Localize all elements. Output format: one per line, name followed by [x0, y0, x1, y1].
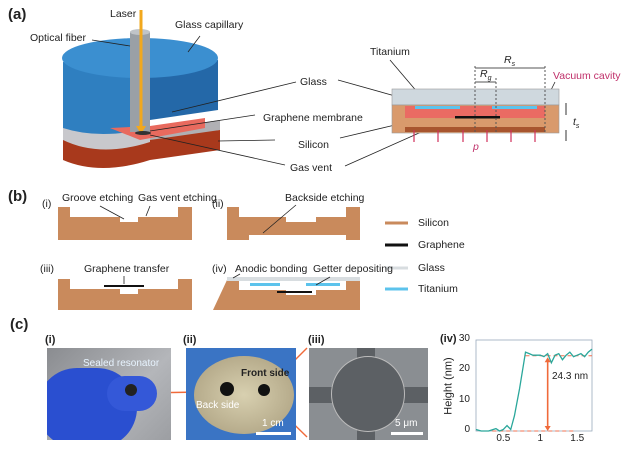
photo-iii-label: (iii)	[308, 334, 325, 346]
graphene-membrane-label: Graphene membrane	[263, 112, 363, 124]
x-tick-label: 0.5	[496, 433, 511, 444]
scale-bar	[391, 432, 423, 435]
arrow-head	[544, 426, 551, 431]
plot-frame	[475, 339, 593, 432]
step-iv-num: (iv)	[212, 263, 227, 275]
ts-label: ts	[573, 116, 580, 131]
cross-section-diagram	[391, 66, 567, 142]
getter-depositing-label: Getter depositing	[313, 263, 393, 275]
panel-a-label: (a)	[8, 6, 27, 23]
titanium-label: Titanium	[370, 46, 410, 58]
process-step-shapes	[58, 207, 360, 310]
gloved-hand-photo: Sealed resonator	[47, 348, 171, 440]
photo-i-label: (i)	[45, 334, 56, 346]
legend-graphene: Graphene	[418, 239, 465, 251]
height-profile-plot	[475, 339, 593, 432]
device-3d-illustration	[62, 10, 220, 168]
panel-b-label: (b)	[8, 188, 28, 205]
y-tick-label: 0	[464, 424, 470, 435]
y-tick-label: 20	[458, 363, 470, 375]
scale-bar	[256, 432, 291, 435]
front-side-label: Front side	[241, 368, 290, 379]
optical-fiber-label: Optical fiber	[30, 32, 87, 44]
step-i-num: (i)	[42, 198, 52, 210]
y-tick-label: 30	[458, 333, 470, 344]
vacuum-cavity-label: Vacuum cavity	[553, 70, 621, 82]
silicon-label: Silicon	[298, 139, 329, 151]
rg-label: Rg	[480, 68, 492, 83]
back-side-label: Back side	[196, 400, 240, 411]
gas-vent-label: Gas vent	[290, 162, 333, 174]
backside-etching-label: Backside etching	[285, 192, 365, 204]
sem-image: 5 μm	[309, 348, 428, 440]
profile-line	[475, 348, 593, 432]
anodic-bonding-label: Anodic bonding	[235, 263, 308, 275]
groove-etching-label: Groove etching	[62, 192, 134, 204]
x-tick-label: 1	[537, 433, 544, 444]
glass-layer	[227, 277, 360, 281]
legend-silicon: Silicon	[418, 217, 449, 229]
scale-iii-label: 5 μm	[395, 418, 418, 429]
rs-label: Rs	[504, 54, 516, 69]
gas-vent-etching-label: Gas vent etching	[138, 192, 217, 204]
y-tick-label: 10	[458, 393, 470, 405]
step-height-annotation: 24.3 nm	[552, 371, 589, 382]
graphene-transfer-label: Graphene transfer	[84, 263, 170, 275]
glass-capillary-label: Glass capillary	[175, 19, 244, 31]
scale-ii-label: 1 cm	[262, 418, 284, 429]
glass-label: Glass	[300, 76, 327, 88]
sealed-resonator-label: Sealed resonator	[83, 358, 160, 369]
laser-label: Laser	[110, 8, 137, 20]
legend-titanium: Titanium	[418, 283, 458, 295]
step-iii-num: (iii)	[40, 263, 54, 275]
arrow-head	[544, 357, 551, 363]
step-ii-num: (ii)	[212, 198, 224, 210]
photo-ii-label: (ii)	[183, 334, 197, 346]
pressure-label: p	[473, 141, 479, 153]
x-tick-label: 1.5	[570, 433, 585, 444]
panel-c-label: (c)	[10, 316, 29, 333]
legend-glass: Glass	[418, 262, 445, 274]
coin-photo: Front side Back side 1 cm	[186, 348, 296, 440]
plot-label: (iv)	[440, 333, 457, 345]
